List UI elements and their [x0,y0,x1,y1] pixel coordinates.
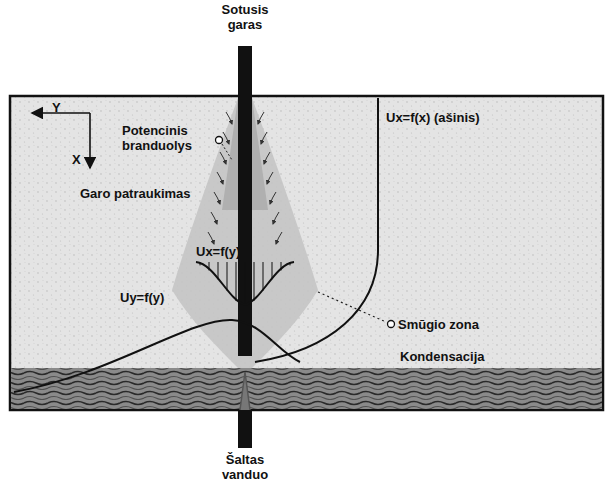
curve-label: Uy=f(y) [120,290,164,305]
process-label: Garo patraukimas [80,186,191,201]
region-label: Potencinis branduolys [122,123,217,153]
profile-hatch [263,262,264,291]
entrainment-arrow [220,152,226,164]
entrainment-arrow [258,112,264,124]
profile-hatch [236,262,237,301]
water-layer [11,368,602,409]
profile-hatch [245,262,246,304]
entrainment-arrow [211,212,217,224]
y-axis [32,112,90,114]
pipe-label: Šaltas vanduo [205,452,285,482]
axis-label: X [72,152,81,167]
core-leader [222,144,232,160]
curve-label: Ux=f(y) [196,244,240,259]
impact-marker [388,321,395,328]
x-axis [89,113,91,168]
profile-hatch [200,262,201,265]
impact-leader [318,292,386,322]
profile-hatch [272,262,273,279]
entrainment-arrow [214,192,220,204]
entrainment-arrow [261,132,267,144]
entrainment-arrow [273,212,279,224]
profile-hatch [290,262,291,265]
entrainment-arrow [226,112,232,124]
entrainment-arrow [217,172,223,184]
entrainment-arrow [270,192,276,204]
vessel-frame [10,96,603,410]
axial-velocity-curve [255,98,378,362]
entrainment-arrow [276,232,282,244]
water-inflow [240,372,250,410]
curve-label: Ux=f(x) (ašinis) [386,110,480,125]
entrainment-arrow [267,172,273,184]
process-label: Kondensacija [400,349,485,364]
steam-pipe [238,46,252,356]
water-pipe [238,410,252,448]
core-marker [216,137,223,144]
entrainment-arrow [223,132,229,144]
entrainment-arrow [264,152,270,164]
profile-hatch [254,262,255,301]
profile-hatch [209,262,210,271]
velocity-profile [196,262,294,305]
profile-hatch [218,262,219,279]
entrainment-arrow [208,232,214,244]
profile-hatch [281,262,282,271]
profile-hatch [227,262,228,291]
region-label: Smūgio zona [398,317,479,332]
radial-velocity-curve [14,320,300,392]
pipe-label: Sotusis garas [206,2,284,32]
axis-label: Y [52,100,61,115]
